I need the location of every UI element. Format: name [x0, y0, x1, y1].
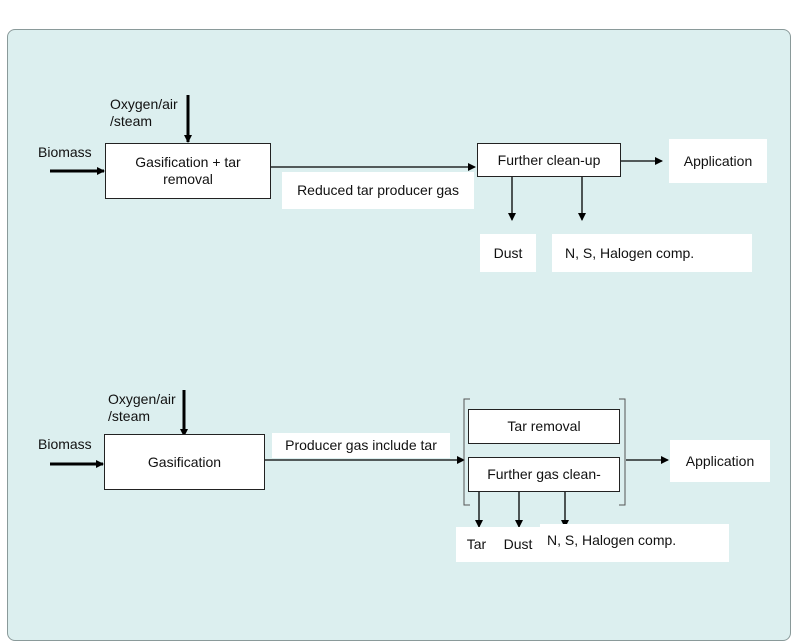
d2-tar-label: Tar — [456, 527, 497, 562]
d2-stream-label: Producer gas include tar — [272, 433, 450, 458]
d2-dust-label: Dust — [496, 527, 540, 562]
d1-cleanup-box: Further clean-up — [477, 143, 621, 177]
d2-gasification-box: Gasification — [104, 434, 265, 490]
d2-halogen-label: N, S, Halogen comp. — [540, 524, 729, 562]
d1-halogen-label: N, S, Halogen comp. — [552, 234, 752, 272]
d1-biomass-label: Biomass — [38, 144, 92, 160]
d2-tar-removal-box: Tar removal — [468, 409, 620, 444]
d2-biomass-label: Biomass — [38, 436, 92, 452]
connector-layer — [50, 95, 669, 528]
d2-further-cleanup-box: Further gas clean- — [468, 457, 620, 492]
d1-dust-label: Dust — [480, 234, 536, 272]
d1-application-label: Application — [669, 139, 767, 183]
d2-oxygen-label: Oxygen/air /steam — [108, 391, 176, 424]
d2-bracket-right — [619, 398, 626, 506]
d1-oxygen-label: Oxygen/air /steam — [110, 96, 178, 129]
d1-stream-label: Reduced tar producer gas — [282, 172, 474, 209]
d2-application-label: Application — [670, 440, 770, 482]
d2-bracket-left — [463, 398, 470, 506]
d1-gasification-box: Gasification + tar removal — [105, 143, 271, 199]
